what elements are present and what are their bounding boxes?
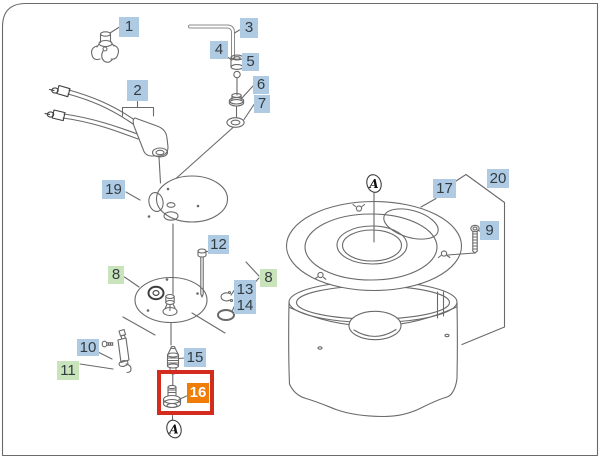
- part-label-2: 2: [127, 80, 148, 101]
- view-marker-a-top: A: [366, 174, 382, 193]
- part-label-5: 5: [242, 53, 259, 71]
- part-label-10: 10: [77, 339, 99, 356]
- part3-bent-tube-drawing: [188, 24, 241, 59]
- part-label-1: 1: [119, 17, 139, 37]
- part16-highlight-frame: [157, 370, 214, 415]
- part19-plate-drawing: [125, 175, 229, 223]
- part-label-16-highlighted: 16: [187, 383, 209, 403]
- tank-body-drawing: [288, 280, 458, 418]
- image-border: [1, 2, 599, 457]
- part-label-8-left: 8: [108, 266, 124, 284]
- part16-plug-drawing: [162, 384, 188, 421]
- part-label-12: 12: [208, 235, 229, 254]
- part15-valve-drawing: [166, 345, 186, 386]
- part20-assembly-bracket: [455, 173, 506, 346]
- part-label-7: 7: [254, 95, 270, 113]
- part-label-11: 11: [57, 361, 79, 380]
- part-label-13: 13: [234, 280, 256, 299]
- part-label-6: 6: [253, 76, 269, 94]
- part2-cable-drawing: [44, 84, 169, 184]
- part-label-4: 4: [210, 41, 228, 59]
- view-marker-a-bottom: A: [166, 419, 182, 439]
- part-label-3: 3: [240, 18, 258, 38]
- part-label-15: 15: [184, 348, 206, 367]
- part9-screw-drawing: [446, 224, 481, 256]
- part-label-9: 9: [480, 221, 499, 240]
- svg-text:A: A: [168, 423, 178, 437]
- part-label-20: 20: [487, 169, 509, 188]
- part5-cylinder-drawing: [225, 54, 244, 70]
- part1-clip-drawing: [91, 26, 121, 63]
- part-label-17: 17: [433, 179, 456, 198]
- part6-7-nut-washer-drawing: [175, 70, 255, 180]
- svg-text:A: A: [368, 177, 378, 191]
- part17-lid-drawing: [285, 191, 463, 292]
- part8-plate-drawing: [122, 223, 226, 346]
- part-label-14: 14: [234, 297, 256, 314]
- part-label-19: 19: [102, 180, 125, 199]
- part-label-8-right: 8: [260, 269, 277, 287]
